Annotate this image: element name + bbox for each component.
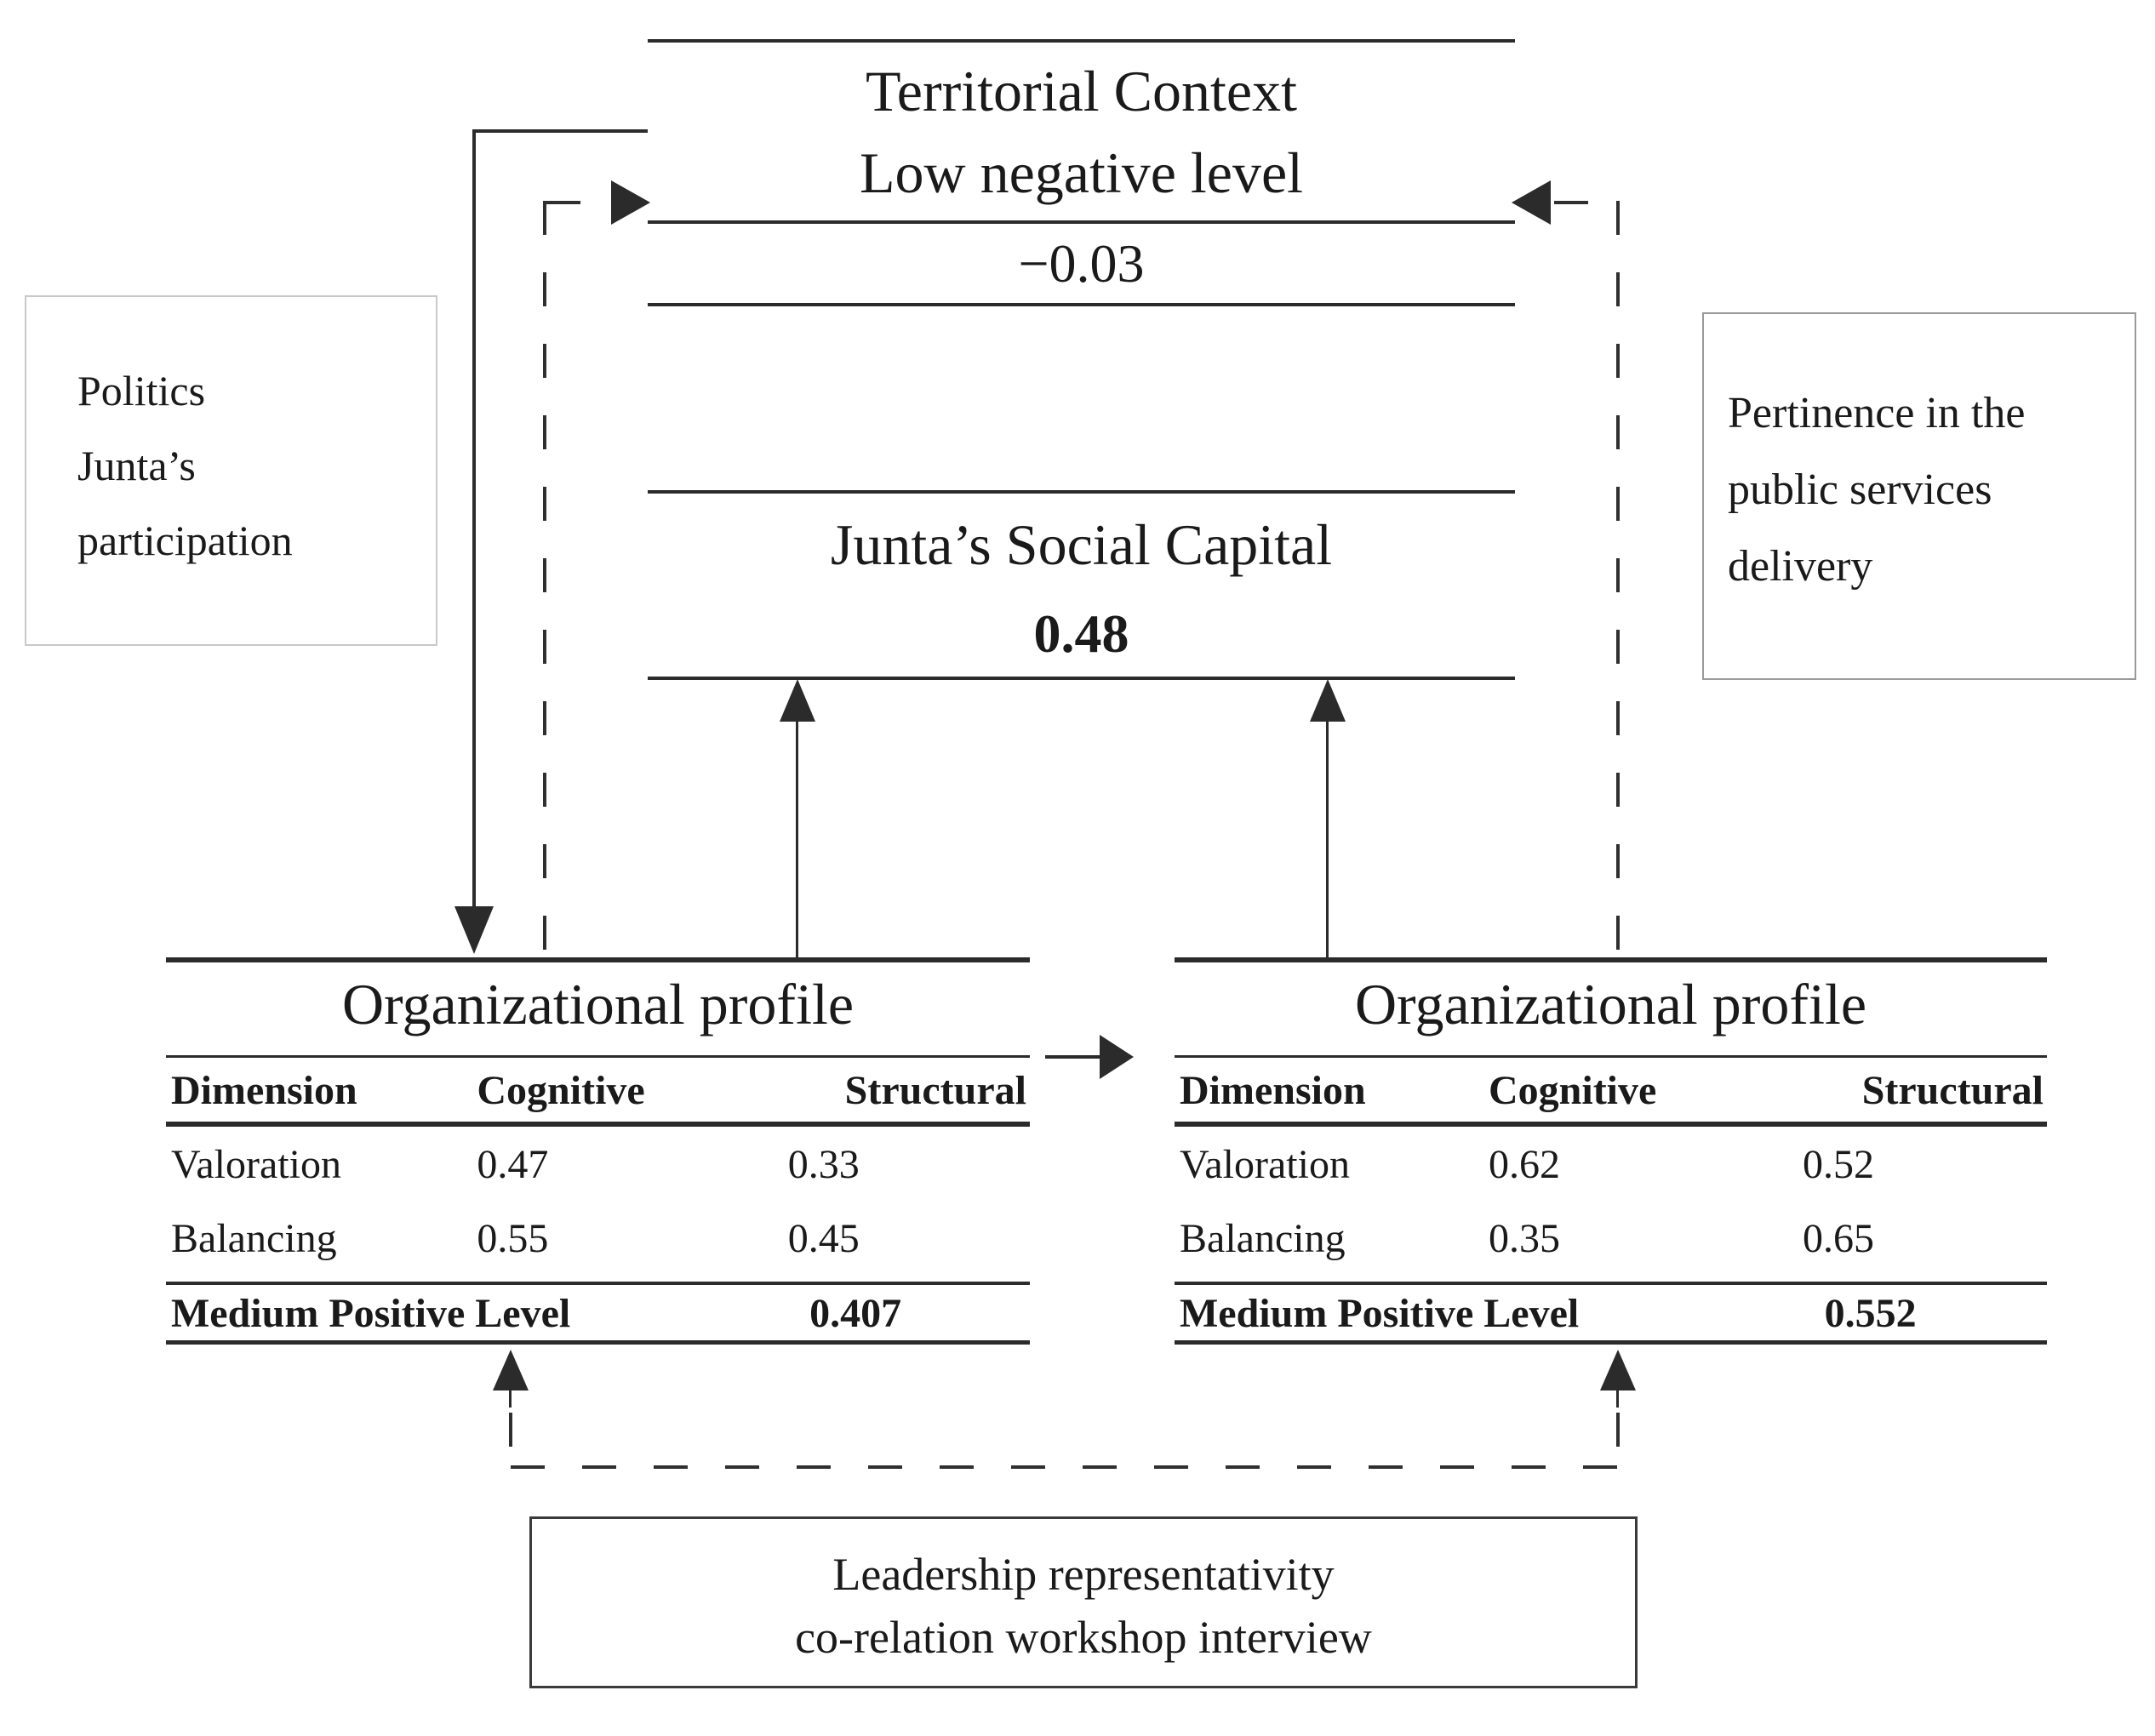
dashed-connector-left-vertical: [543, 201, 546, 957]
bottom-right-dashed-vertical: [1616, 1413, 1620, 1469]
summary-value: 0.407: [809, 1290, 902, 1336]
pertinence-note-line2: public services: [1728, 465, 1992, 514]
arrow-up-icon: [1310, 679, 1346, 722]
summary-label: Medium Positive Level: [171, 1290, 571, 1336]
row-structural-value: 0.52: [1803, 1141, 1874, 1187]
territorial-box-subtitle: Low negative level: [859, 140, 1304, 205]
table-summary-top-rule: [166, 1282, 1030, 1285]
column-header-cognitive: Cognitive: [477, 1067, 645, 1113]
politics-note-line1: Politics: [77, 367, 206, 414]
table-top-rule: [166, 957, 1030, 962]
row-cognitive-value: 0.55: [477, 1215, 549, 1261]
arrow-right-icon: [611, 180, 650, 225]
row-dimension: Balancing: [171, 1215, 337, 1261]
territorial-box-mid-rule: [648, 220, 1515, 224]
arrow-up-icon: [1600, 1350, 1636, 1391]
table-summary-row: Medium Positive Level 0.552: [1175, 1288, 2047, 1338]
dashed-connector-left-horizontal: [546, 201, 611, 204]
social-capital-box-title: Junta’s Social Capital: [830, 512, 1333, 577]
table-summary-top-rule: [1175, 1282, 2047, 1285]
politics-note-line2: Junta’s: [77, 442, 196, 489]
politics-note-line3: participation: [77, 517, 293, 564]
arrow-up-icon: [493, 1350, 529, 1391]
table-title: Organizational profile: [1354, 972, 1867, 1036]
pertinence-note-box: Pertinence in the public services delive…: [1702, 312, 2136, 680]
table-header-row: Dimension Cognitive Structural: [166, 1064, 1030, 1116]
table-row: Valoration 0.47 0.33: [166, 1139, 1030, 1190]
table-top-rule: [1175, 957, 2047, 962]
leadership-box-line1: Leadership representativity: [832, 1549, 1335, 1600]
tables-arrow-stem: [1045, 1055, 1103, 1059]
arrow-right-icon: [1100, 1035, 1134, 1079]
column-header-structural: Structural: [1861, 1067, 2044, 1113]
arrow-up-icon: [780, 679, 815, 722]
column-header-cognitive: Cognitive: [1489, 1067, 1657, 1113]
left-organizational-profile-table: Organizational profile Dimension Cogniti…: [166, 957, 1030, 1345]
row-cognitive-value: 0.35: [1489, 1215, 1560, 1261]
pertinence-note-line3: delivery: [1728, 542, 1873, 591]
summary-label: Medium Positive Level: [1180, 1290, 1580, 1336]
column-header-dimension: Dimension: [171, 1067, 357, 1113]
table-header-row: Dimension Cognitive Structural: [1175, 1064, 2047, 1116]
territorial-box-value: −0.03: [1018, 233, 1145, 294]
politics-note-box: Politics Junta’s participation: [25, 295, 437, 646]
bottom-left-arrow-stem: [509, 1389, 512, 1408]
bottom-right-arrow-stem: [1616, 1389, 1619, 1408]
pertinence-note-line1: Pertinence in the: [1728, 389, 2026, 437]
table-header-bottom-rule: [1175, 1122, 2047, 1127]
territorial-box-title: Territorial Context: [866, 59, 1297, 123]
capital-arrow-right-stem: [1326, 719, 1329, 957]
column-header-structural: Structural: [844, 1067, 1026, 1113]
solid-connector-horizontal: [474, 129, 648, 133]
table-row: Valoration 0.62 0.52: [1175, 1139, 2047, 1190]
arrow-left-icon: [1512, 180, 1551, 225]
row-dimension: Balancing: [1180, 1215, 1346, 1261]
table-row: Balancing 0.55 0.45: [166, 1213, 1030, 1264]
arrow-down-icon: [454, 906, 494, 954]
social-capital-box-value: 0.48: [1033, 603, 1129, 664]
table-header-top-rule: [1175, 1055, 2047, 1058]
row-cognitive-value: 0.47: [477, 1141, 549, 1187]
row-structural-value: 0.65: [1803, 1215, 1874, 1261]
solid-connector-vertical: [472, 129, 476, 906]
table-bottom-rule: [166, 1340, 1030, 1345]
territorial-box-top-rule: [648, 39, 1515, 43]
row-cognitive-value: 0.62: [1489, 1141, 1560, 1187]
table-header-top-rule: [166, 1055, 1030, 1058]
column-header-dimension: Dimension: [1180, 1067, 1366, 1113]
row-structural-value: 0.33: [787, 1141, 860, 1187]
bottom-dashed-horizontal: [511, 1465, 1620, 1469]
social-capital-box-top-rule: [648, 490, 1515, 494]
row-structural-value: 0.45: [787, 1215, 860, 1261]
row-dimension: Valoration: [171, 1141, 341, 1187]
table-header-bottom-rule: [166, 1122, 1030, 1127]
right-organizational-profile-table: Organizational profile Dimension Cogniti…: [1175, 957, 2047, 1345]
leadership-box-line2: co-relation workshop interview: [795, 1612, 1372, 1663]
summary-value: 0.552: [1824, 1290, 1917, 1336]
territorial-box-bottom-rule: [648, 303, 1515, 306]
row-dimension: Valoration: [1180, 1141, 1350, 1187]
dashed-connector-right-horizontal: [1554, 201, 1618, 204]
table-summary-row: Medium Positive Level 0.407: [166, 1288, 1030, 1338]
dashed-connector-right-vertical: [1616, 201, 1620, 957]
capital-arrow-left-stem: [796, 719, 798, 957]
table-title: Organizational profile: [341, 972, 855, 1036]
leadership-box: Leadership representativity co-relation …: [529, 1516, 1638, 1688]
bottom-left-dashed-vertical: [509, 1413, 512, 1469]
table-row: Balancing 0.35 0.65: [1175, 1213, 2047, 1264]
table-bottom-rule: [1175, 1340, 2047, 1345]
social-capital-box-bottom-rule: [648, 677, 1515, 680]
